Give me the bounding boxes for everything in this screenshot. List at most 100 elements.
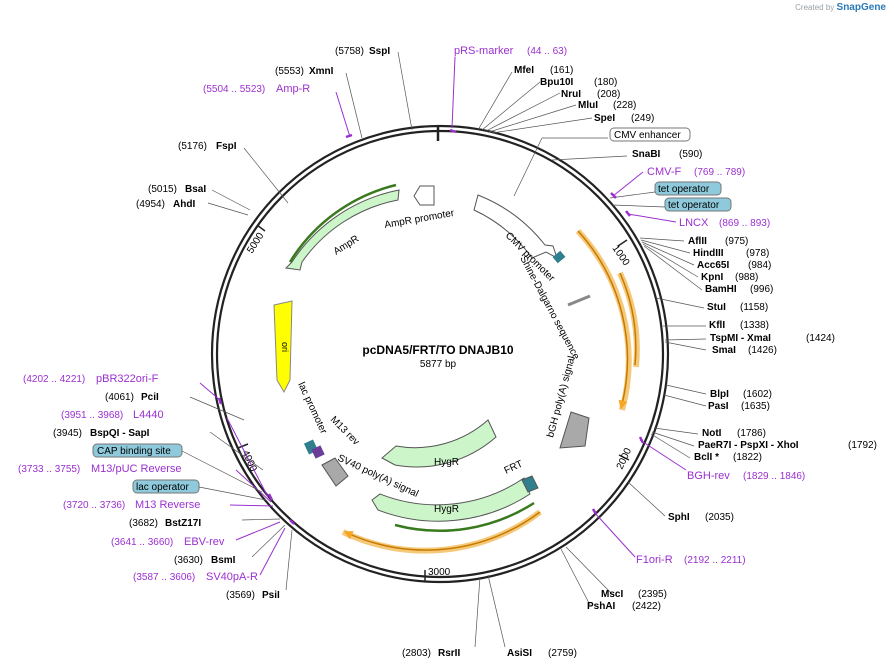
primer-name-f1ori-r[interactable]: F1ori-R [636, 554, 673, 566]
enzyme-name-paer7i-pspxi-xhoi[interactable]: PaeR7I - PspXI - XhoI [698, 440, 799, 451]
primer-name-lncx[interactable]: LNCX [679, 217, 709, 229]
enzyme-pos-xmni: (5553) [275, 66, 304, 77]
enzyme-name-blpi[interactable]: BlpI [710, 389, 729, 400]
primer-pos-m13-reverse: (3720 .. 3736) [63, 500, 125, 511]
plasmid-name: pcDNA5/FRT/TO DNAJB10 [362, 343, 513, 357]
primer-pos-sv40pa-r: (3587 .. 3606) [133, 572, 195, 583]
enzyme-name-bamhi[interactable]: BamHI [705, 284, 737, 295]
primer-name-prs-marker[interactable]: pRS-marker [454, 45, 514, 57]
brand-name: SnapGene [836, 2, 886, 13]
enzyme-pos-mlui: (228) [613, 100, 636, 111]
tick-label-3000: 3000 [428, 567, 451, 578]
enzyme-pos-bcli: (1822) [733, 452, 762, 463]
enzyme-name-spei[interactable]: SpeI [594, 113, 615, 124]
hygr-outer-label: HygR [434, 504, 459, 515]
enzyme-name-pshai[interactable]: PshAI [587, 601, 616, 612]
enzyme-name-nrui[interactable]: NruI [561, 89, 581, 100]
tick-2000 [618, 454, 630, 461]
enzyme-pos-bspqi-sapi: (3945) [53, 428, 82, 439]
hygr-outer-feature[interactable] [371, 477, 531, 522]
enzyme-name-sphi[interactable]: SphI [668, 512, 690, 523]
primer-pos-amp-r: (5504 .. 5523) [203, 84, 265, 95]
enzyme-name-bsmi[interactable]: BsmI [211, 555, 236, 566]
enzyme-name-kfli[interactable]: KflI [709, 320, 725, 331]
enzyme-pos-noti: (1786) [737, 428, 766, 439]
enzyme-pos-pshai: (2422) [632, 601, 661, 612]
tick-4000 [237, 443, 249, 449]
enzyme-name-stui[interactable]: StuI [707, 302, 726, 313]
enzyme-pos-kpni: (988) [735, 272, 758, 283]
enzyme-pos-fspi: (5176) [178, 141, 207, 152]
primer-name-cmv-f[interactable]: CMV-F [647, 166, 682, 178]
enzyme-pos-bamhi: (996) [750, 284, 773, 295]
box-cap-binding-site[interactable]: CAP binding site [97, 446, 171, 457]
tick-label-5000: 5000 [245, 231, 266, 256]
enzyme-name-hindiii[interactable]: HindIII [693, 248, 724, 259]
frt-feature[interactable] [521, 475, 539, 493]
primer-pos-l4440: (3951 .. 3968) [61, 410, 123, 421]
enzyme-name-smai[interactable]: SmaI [712, 345, 736, 356]
tet-operator-mark[interactable] [552, 250, 566, 264]
primer-name-pbr322ori-f[interactable]: pBR322ori-F [96, 373, 159, 385]
primer-name-m13-reverse[interactable]: M13 Reverse [135, 499, 200, 511]
bottom-orf-arrow[interactable] [343, 511, 541, 551]
enzyme-name-kpni[interactable]: KpnI [701, 272, 723, 283]
box-cmv-enhancer[interactable]: CMV enhancer [614, 130, 681, 141]
primer-name-amp-r[interactable]: Amp-R [276, 83, 310, 95]
ori-feature[interactable] [273, 300, 293, 394]
enzyme-name-acc65i[interactable]: Acc65I [697, 260, 729, 271]
bgh-polya-feature[interactable] [559, 411, 590, 449]
enzyme-name-bpu10i[interactable]: Bpu10I [540, 77, 574, 88]
primer-labels: pRS-marker (44 .. 63) (5504 .. 5523) Amp… [18, 45, 805, 583]
primer-name-m13-puc-reverse[interactable]: M13/pUC Reverse [91, 463, 181, 475]
enzyme-name-sspi[interactable]: SspI [369, 46, 390, 57]
primer-pos-prs-marker: (44 .. 63) [527, 46, 567, 57]
grey-marker [567, 294, 591, 307]
snapgene-brand: Created by SnapGene [795, 2, 886, 13]
enzyme-name-bsai[interactable]: BsaI [185, 184, 206, 195]
orf-arrow[interactable] [577, 230, 629, 410]
enzyme-name-bcli[interactable]: BclI * [694, 452, 719, 463]
enzyme-pos-psii: (3569) [226, 590, 255, 601]
enzyme-name-bstz17i[interactable]: BstZ17I [165, 518, 201, 529]
enzyme-name-msci[interactable]: MscI [601, 589, 623, 600]
enzyme-name-fspi[interactable]: FspI [216, 141, 237, 152]
enzyme-name-snabi[interactable]: SnaBI [632, 149, 661, 160]
backbone-outer [210, 124, 670, 584]
enzyme-pos-rsrii: (2803) [402, 648, 431, 659]
primer-name-l4440[interactable]: L4440 [133, 409, 164, 421]
enzyme-name-pcii[interactable]: PciI [141, 392, 159, 403]
enzyme-name-aflii[interactable]: AflII [688, 236, 707, 247]
primer-name-sv40pa-r[interactable]: SV40pA-R [206, 571, 258, 583]
enzyme-name-mfei[interactable]: MfeI [514, 65, 534, 76]
box-tet-operator-2[interactable]: tet operator [668, 200, 720, 211]
enzyme-name-asisi[interactable]: AsiSI [507, 648, 532, 659]
enzyme-labels: (5758) SspI (5553) XmnI (5176) FspI (501… [53, 46, 877, 659]
enzyme-name-mlui[interactable]: MluI [578, 100, 598, 111]
primer-pos-f1ori-r: (2192 .. 2211) [684, 555, 746, 566]
enzyme-pos-bsai: (5015) [148, 184, 177, 195]
m13-rev-mark[interactable] [311, 445, 325, 459]
orf2-arrow[interactable] [619, 272, 637, 366]
enzyme-name-tspmi-xmai[interactable]: TspMI - XmaI [710, 333, 771, 344]
enzyme-name-ahdi[interactable]: AhdI [173, 199, 195, 210]
box-tet-operator-1[interactable]: tet operator [658, 184, 710, 195]
primer-name-bgh-rev[interactable]: BGH-rev [687, 470, 730, 482]
boxed-labels: CMV enhancer tet operator tet operator C… [92, 127, 732, 494]
lac-promoter-label: lac promoter [295, 381, 329, 437]
box-lac-operator[interactable]: lac operator [136, 482, 189, 493]
sv40-polya-feature[interactable] [321, 457, 349, 487]
enzyme-name-noti[interactable]: NotI [702, 428, 722, 439]
enzyme-name-psii[interactable]: PsiI [262, 590, 280, 601]
enzyme-pos-sphi: (2035) [705, 512, 734, 523]
enzyme-name-pasi[interactable]: PasI [708, 401, 729, 412]
enzyme-name-xmni[interactable]: XmnI [309, 66, 334, 77]
hygr-inner-feature[interactable] [381, 419, 497, 468]
enzyme-name-bspqi-sapi[interactable]: BspQI - SapI [90, 428, 150, 439]
primer-name-ebv-rev[interactable]: EBV-rev [184, 536, 225, 548]
enzyme-name-rsrii[interactable]: RsrII [438, 648, 460, 659]
ampr-promoter-feature[interactable] [413, 185, 435, 206]
ampr-feature[interactable] [284, 189, 400, 271]
enzyme-pos-pasi: (1635) [741, 401, 770, 412]
enzyme-pos-stui: (1158) [740, 302, 768, 313]
